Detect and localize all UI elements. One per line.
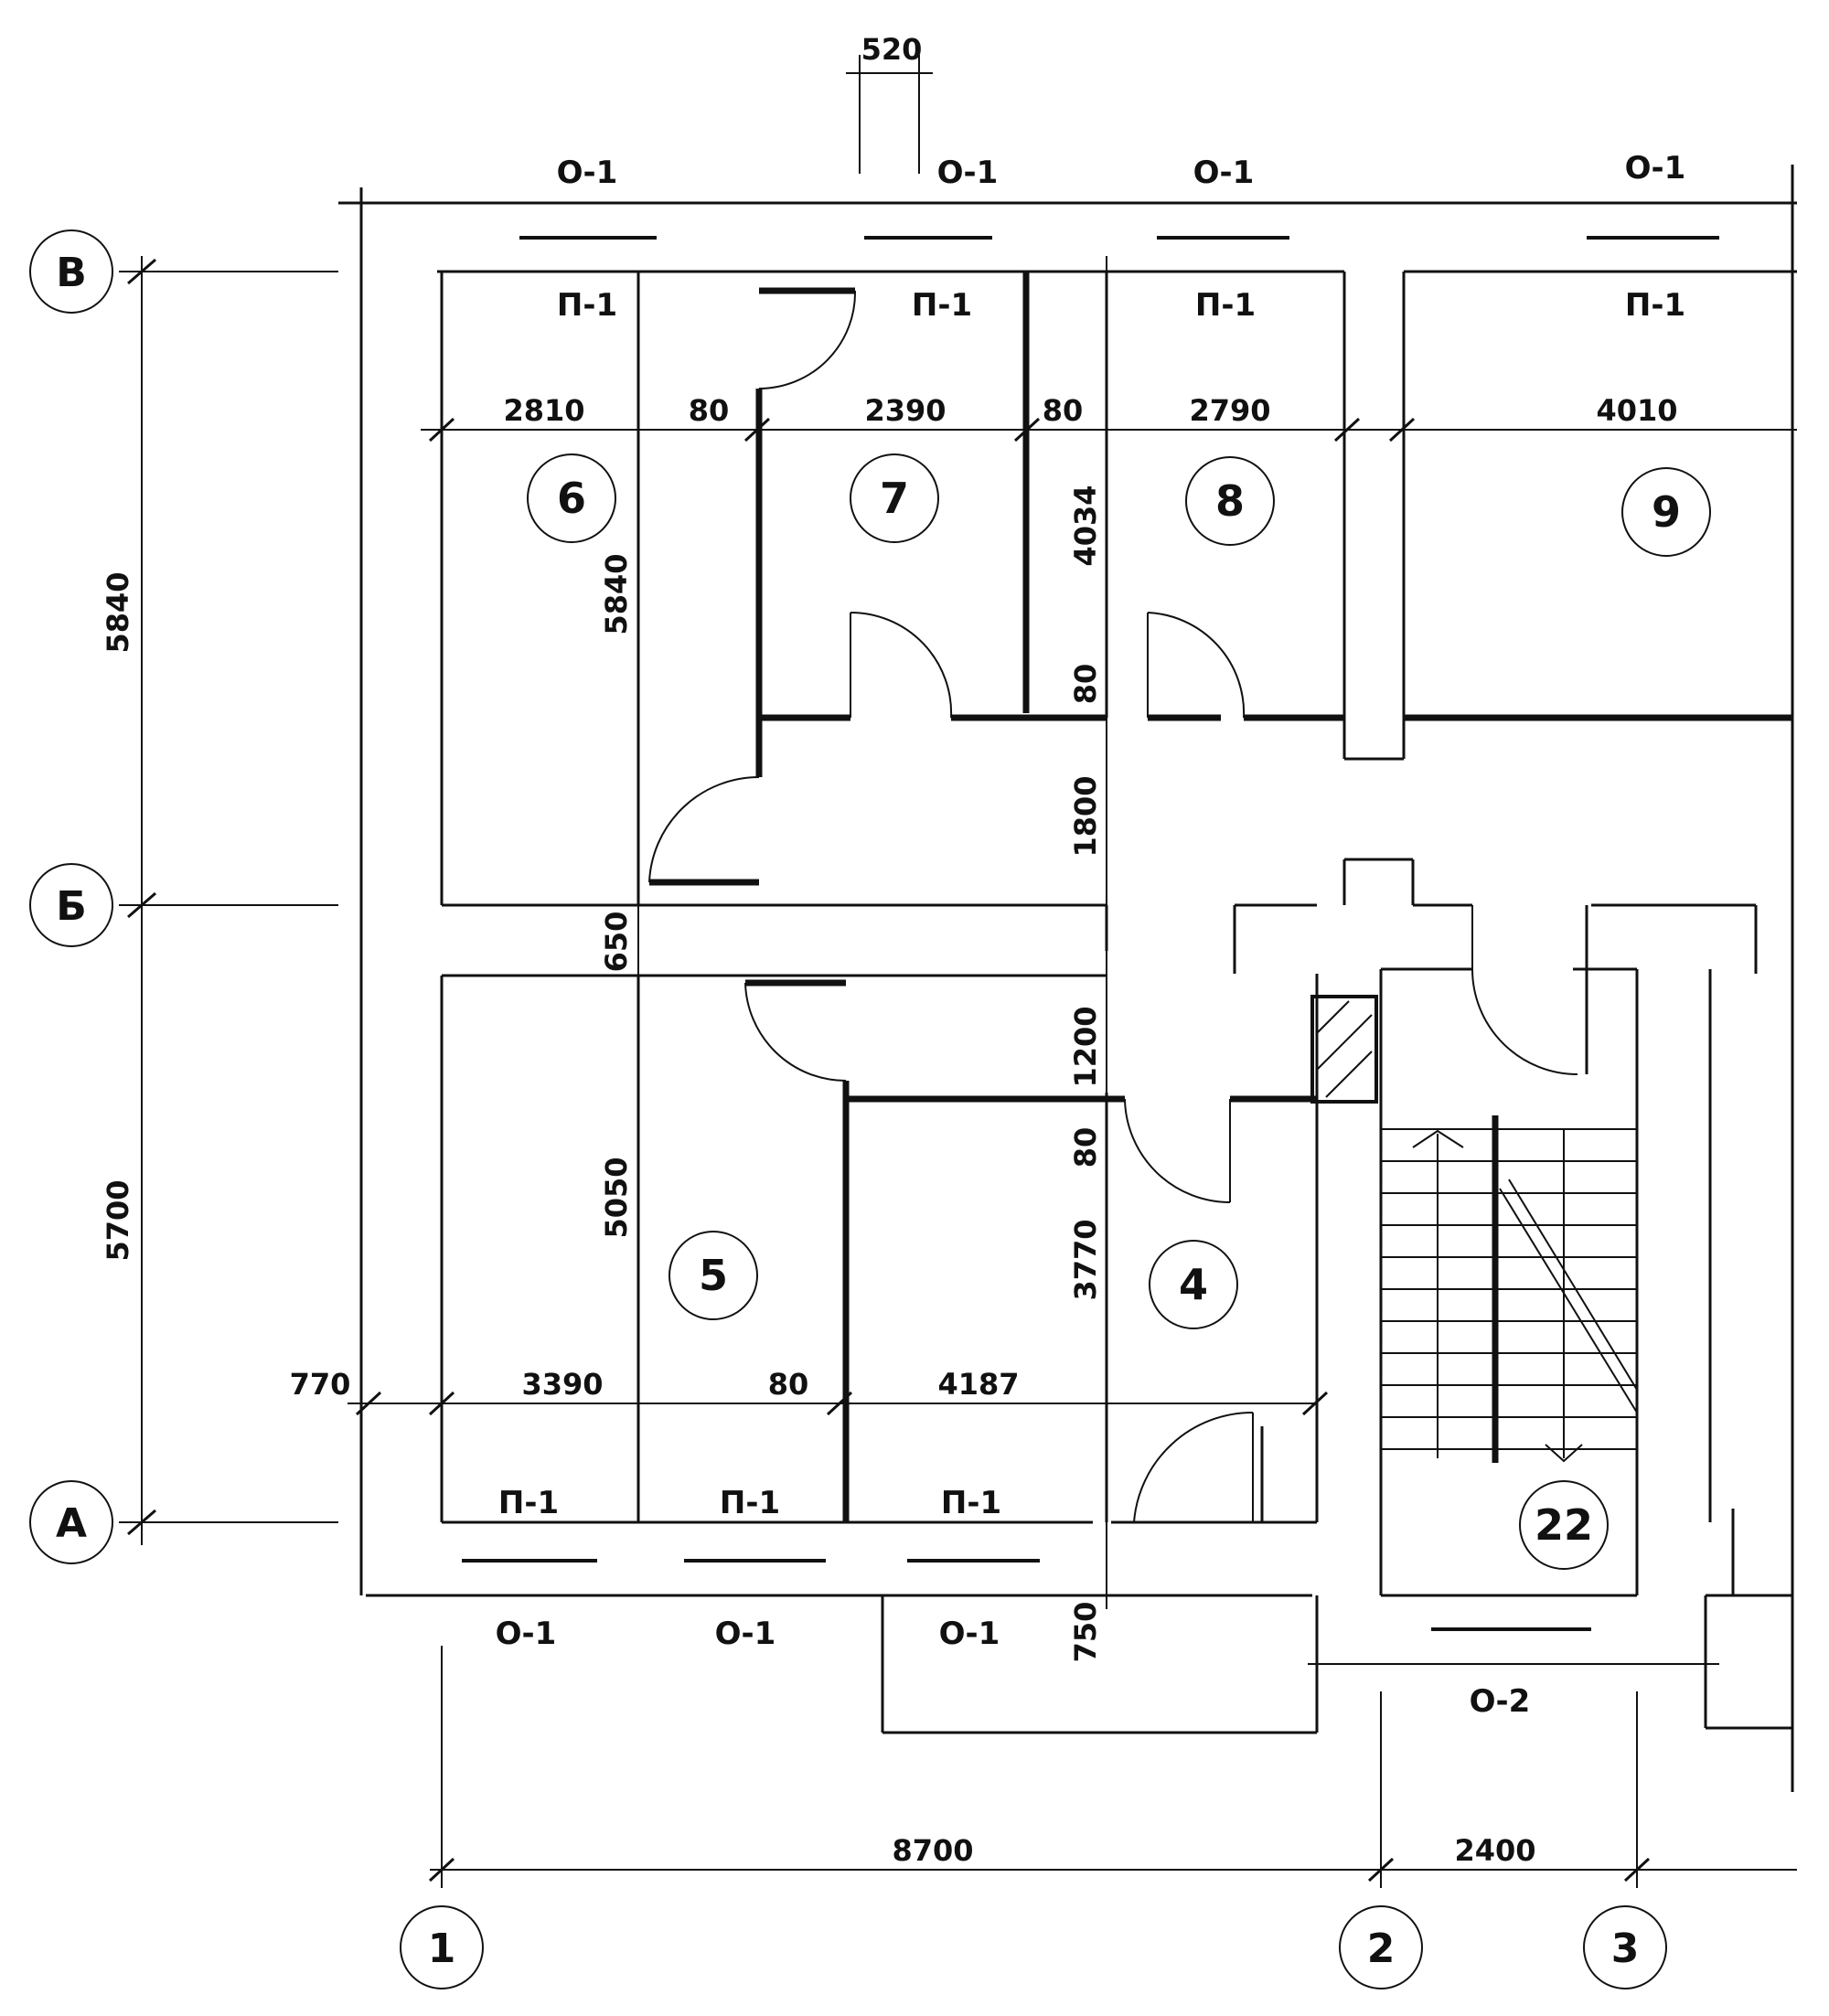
sill-label-bottom-2: П-1: [720, 1485, 780, 1521]
room-bubble-8: [1185, 456, 1275, 546]
room-number-6: 6: [557, 474, 586, 523]
dim-750: 750: [1068, 1602, 1103, 1663]
room-number-8: 8: [1215, 476, 1245, 526]
dim-4034: 4034: [1068, 485, 1103, 566]
dimension-lines: [119, 55, 1797, 1888]
sill-label-top-4: П-1: [1625, 287, 1685, 324]
window-label-bottom-2: О-1: [715, 1616, 776, 1652]
sill-label-top-3: П-1: [1195, 287, 1256, 324]
window-label-top-3: О-1: [1193, 155, 1255, 191]
axis-bubbles: В Б А 1 2 3: [29, 229, 1667, 1989]
dim-80-c: 80: [1068, 664, 1103, 705]
window-symbols: [462, 236, 1719, 1631]
dim-80-b: 80: [1043, 393, 1084, 428]
window-label-top-4: О-1: [1625, 150, 1686, 187]
dim-650: 650: [599, 912, 634, 973]
dim-520: 520: [861, 32, 923, 67]
dim-3770: 3770: [1068, 1219, 1103, 1300]
room-number-5: 5: [699, 1251, 728, 1300]
window-label-top-1: О-1: [557, 155, 618, 191]
dim-80-e: 80: [768, 1367, 809, 1402]
dim-5840-inner: 5840: [599, 553, 634, 635]
dim-2400: 2400: [1454, 1833, 1535, 1868]
dim-1200: 1200: [1068, 1006, 1103, 1087]
doors: [648, 290, 1578, 1523]
dim-5840-left: 5840: [101, 571, 135, 653]
dim-5700: 5700: [101, 1179, 135, 1261]
dim-80-d: 80: [1068, 1127, 1103, 1168]
dim-80-a: 80: [689, 393, 730, 428]
staircase: [1381, 1115, 1638, 1463]
dim-8700: 8700: [892, 1833, 973, 1868]
outer-walls: [338, 165, 1797, 1792]
axis-label-col-1: 1: [428, 1925, 456, 1972]
window-label-stair: О-2: [1470, 1683, 1531, 1720]
room-bubble-7: [850, 453, 939, 543]
sill-label-top-2: П-1: [912, 287, 972, 324]
dim-4010: 4010: [1596, 393, 1677, 428]
dim-2390: 2390: [864, 393, 946, 428]
axis-bubble-col-3: [1583, 1905, 1667, 1989]
dim-2810: 2810: [503, 393, 584, 428]
axis-label-row-a: А: [56, 1500, 87, 1547]
room-bubble-5: [668, 1231, 758, 1320]
sill-label-bottom-3: П-1: [941, 1485, 1001, 1521]
room-number-7: 7: [880, 474, 909, 523]
room-number-9: 9: [1652, 487, 1681, 537]
window-label-bottom-3: О-1: [939, 1616, 1000, 1652]
room-bubble-4: [1149, 1240, 1238, 1329]
axis-label-row-b: Б: [56, 883, 87, 930]
dim-2790: 2790: [1189, 393, 1270, 428]
sill-label-bottom-1: П-1: [498, 1485, 559, 1521]
room-number-22: 22: [1535, 1500, 1593, 1550]
opening-labels: О-1 О-1 О-1 О-1 П-1 П-1 П-1 П-1 П-1 П-1 …: [496, 150, 1686, 1720]
dim-3390: 3390: [521, 1367, 603, 1402]
axis-label-row-v: В: [56, 250, 87, 296]
room-bubble-6: [527, 453, 616, 543]
window-label-top-2: О-1: [937, 155, 999, 191]
room-bubble-9: [1621, 467, 1711, 557]
sill-label-top-1: П-1: [557, 287, 617, 324]
axis-label-col-3: 3: [1611, 1925, 1640, 1972]
dim-770: 770: [290, 1367, 351, 1402]
dim-5050: 5050: [599, 1157, 634, 1238]
room-numbers: 6 7 8 9 5 4 22: [527, 453, 1711, 1570]
room-number-4: 4: [1179, 1260, 1208, 1309]
axis-bubble-row-a: [29, 1480, 113, 1564]
axis-bubble-row-b: [29, 863, 113, 947]
dimension-labels: 520 2810 80 2390 80 2790 4010 5840 5840 …: [101, 32, 1678, 1868]
dim-1800: 1800: [1068, 775, 1103, 857]
axis-bubble-row-v: [29, 229, 113, 314]
axis-label-col-2: 2: [1367, 1925, 1396, 1972]
axis-bubble-col-2: [1339, 1905, 1423, 1989]
window-label-bottom-1: О-1: [496, 1616, 557, 1652]
dim-4187: 4187: [937, 1367, 1019, 1402]
room-bubble-22: [1519, 1480, 1609, 1570]
axis-bubble-col-1: [400, 1905, 484, 1989]
